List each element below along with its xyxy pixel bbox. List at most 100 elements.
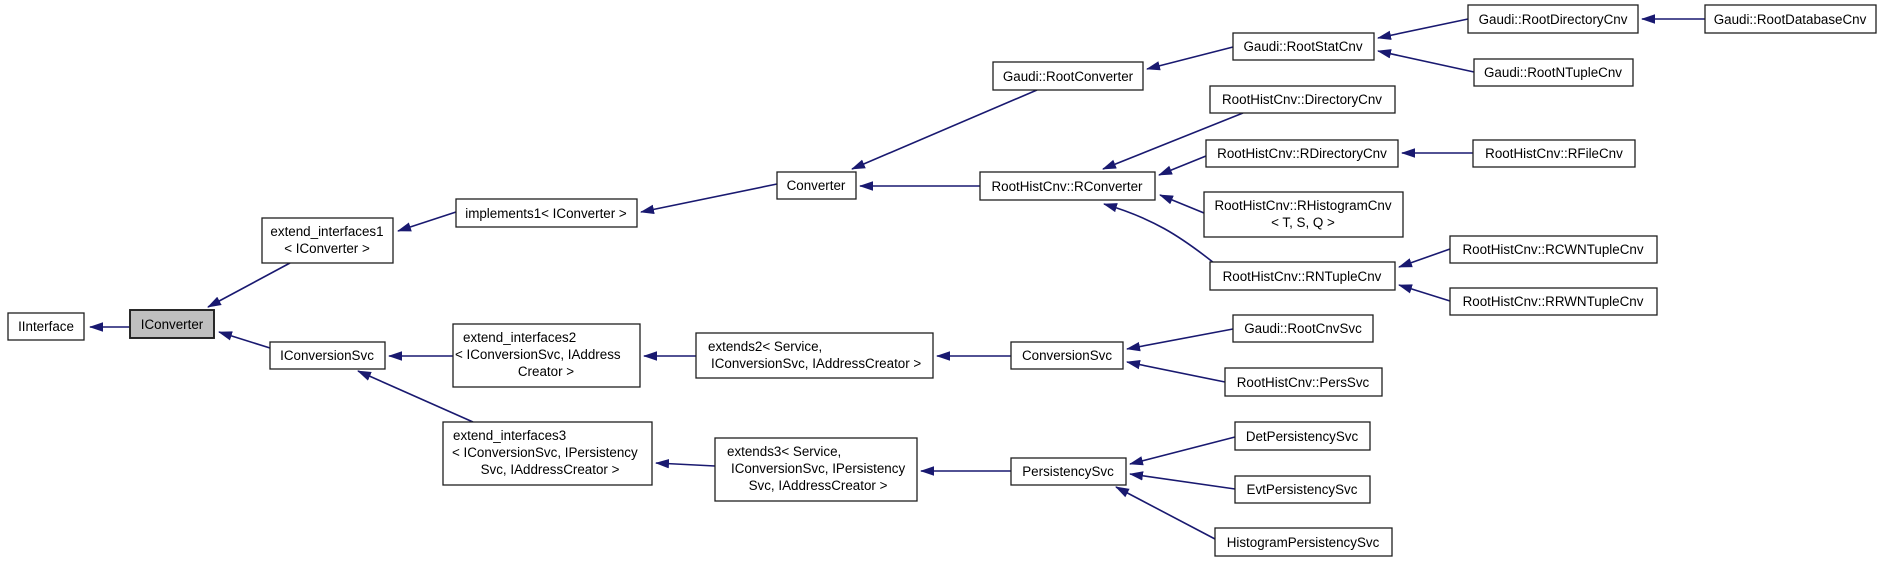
edge-roothistcnv-rhistogramcnv-to-rconverter [1159,194,1205,214]
node-roothistcnv-directorycnv[interactable]: RootHistCnv::DirectoryCnv [1209,85,1396,114]
node-box [129,309,215,339]
node-label: RootHistCnv::RConverter [991,179,1143,194]
edge-implements1-to-extend-interfaces1 [397,211,457,232]
edge-detpersistencysvc-to-persistencysvc [1129,436,1236,466]
edge-gaudi-rootdirectorycnv-to-gaudi-rootstatcnv [1377,18,1469,40]
node-roothistcnv-rfilecnv[interactable]: RootHistCnv::RFileCnv [1472,139,1636,168]
node-box [452,323,641,388]
node-detpersistencysvc[interactable]: DetPersistencySvc [1234,421,1371,451]
edge-gaudi-rootcnvsvc-to-conversionsvc [1126,328,1234,352]
node-label: RootHistCnv::RRWNTupleCnv [1463,294,1644,309]
node-box [776,171,857,200]
node-box [1209,85,1396,114]
edge-roothistcnv-rntuplecnv-to-rconverter [1103,203,1215,264]
node-label: Gaudi::RootDatabaseCnv [1714,12,1867,27]
node-extends3[interactable]: extends3< Service, IConversionSvc, IPers… [714,437,918,502]
node-label: Gaudi::RootDirectoryCnv [1479,12,1628,27]
node-box [269,341,386,370]
node-label: Gaudi::RootCnvSvc [1244,321,1362,336]
node-label: IInterface [18,319,74,334]
node-label: RootHistCnv::RCWNTupleCnv [1462,242,1643,257]
node-box [1214,527,1393,557]
node-box [992,61,1144,91]
node-roothistcnv-rcwntuplecnv[interactable]: RootHistCnv::RCWNTupleCnv [1449,235,1658,264]
node-box [1472,139,1636,168]
node-iconverter: IConverter [129,309,215,339]
node-box [1234,475,1371,504]
edge-converter-to-implements1 [640,183,778,214]
node-extends2[interactable]: extends2< Service, IConversionSvc, IAddr… [695,332,934,379]
node-label: < IConversionSvc, IPersistency [452,445,638,460]
node-roothistcnv-perssvc[interactable]: RootHistCnv::PersSvc [1224,367,1383,397]
node-extend-interfaces3[interactable]: extend_interfaces3 < IConversionSvc, IPe… [442,421,653,486]
node-gaudi-rootcnvsvc[interactable]: Gaudi::RootCnvSvc [1232,314,1374,343]
node-evtpersistencysvc[interactable]: EvtPersistencySvc [1234,475,1371,504]
node-label: ConversionSvc [1022,348,1112,363]
node-label: IConversionSvc, IAddressCreator > [711,356,921,371]
node-box [979,171,1156,201]
node-roothistcnv-rhistogramcnv[interactable]: RootHistCnv::RHistogramCnv < T, S, Q > [1203,191,1404,238]
node-gaudi-rootntuplecnv[interactable]: Gaudi::RootNTupleCnv [1473,58,1634,87]
edge-extend-interfaces3-to-iconversionsvc [357,370,474,423]
edge-extend-interfaces1-to-iconverter [207,262,291,308]
node-label: DetPersistencySvc [1246,429,1359,444]
node-extend-interfaces1[interactable]: extend_interfaces1 < IConverter > [261,217,394,264]
edge-extends3-to-extend-interfaces3 [655,458,716,469]
node-box [1010,457,1127,486]
node-label: IConverter [141,317,204,332]
node-gaudi-rootconverter[interactable]: Gaudi::RootConverter [992,61,1144,91]
node-label: Gaudi::RootConverter [1003,69,1134,84]
node-label: Creator > [518,364,574,379]
node-gaudi-rootstatcnv[interactable]: Gaudi::RootStatCnv [1232,32,1375,61]
node-box [1224,367,1383,397]
node-box [442,421,653,486]
node-extend-interfaces2[interactable]: extend_interfaces2 < IConversionSvc, IAd… [452,323,641,388]
edge-iconversionsvc-to-iconverter [218,331,271,349]
node-label: extend_interfaces3 [453,428,566,443]
node-label: RootHistCnv::DirectoryCnv [1222,92,1382,107]
node-box [7,312,85,341]
edge-evtpersistencysvc-to-persistencysvc [1129,471,1236,490]
node-roothistcnv-rdirectorycnv[interactable]: RootHistCnv::RDirectoryCnv [1205,139,1399,168]
node-label: RootHistCnv::RFileCnv [1485,146,1623,161]
node-label: extends3< Service, [727,444,841,459]
node-label: EvtPersistencySvc [1247,482,1358,497]
node-box [1209,261,1396,291]
node-box [1203,191,1404,238]
node-roothistcnv-rconverter[interactable]: RootHistCnv::RConverter [979,171,1156,201]
node-box [1449,235,1658,264]
node-box [1232,314,1374,343]
node-roothistcnv-rntuplecnv[interactable]: RootHistCnv::RNTupleCnv [1209,261,1396,291]
node-gaudi-rootdatabasecnv[interactable]: Gaudi::RootDatabaseCnv [1704,4,1877,34]
edge-roothistcnv-rrwntuplecnv-to-rntuplecnv [1398,284,1451,302]
node-label: PersistencySvc [1022,464,1114,479]
edge-histogrampersistencysvc-to-persistencysvc [1115,486,1216,540]
node-label: implements1< IConverter > [465,206,627,221]
edge-roothistcnv-rdirectorycnv-to-rconverter [1158,155,1207,176]
node-implements1[interactable]: implements1< IConverter > [455,198,638,228]
node-box [1010,341,1124,370]
node-conversionsvc[interactable]: ConversionSvc [1010,341,1124,370]
node-box [1205,139,1399,168]
node-label: IConversionSvc, IPersistency [731,461,905,476]
node-label: RootHistCnv::RDirectoryCnv [1217,146,1387,161]
node-label: HistogramPersistencySvc [1227,535,1380,550]
node-box [1449,287,1658,316]
node-histogrampersistencysvc[interactable]: HistogramPersistencySvc [1214,527,1393,557]
node-box [695,332,934,379]
node-box [1467,4,1639,34]
node-label: IConversionSvc [280,348,374,363]
node-label: < T, S, Q > [1271,215,1335,230]
node-gaudi-rootdirectorycnv[interactable]: Gaudi::RootDirectoryCnv [1467,4,1639,34]
node-iconversionsvc[interactable]: IConversionSvc [269,341,386,370]
node-iinterface[interactable]: IInterface [7,312,85,341]
node-roothistcnv-rrwntuplecnv[interactable]: RootHistCnv::RRWNTupleCnv [1449,287,1658,316]
node-label: < IConverter > [284,241,370,256]
edge-roothistcnv-perssvc-to-conversionsvc [1126,359,1226,383]
edge-roothistcnv-directorycnv-to-rconverter [1102,112,1244,170]
node-label: < IConversionSvc, IAddress [455,347,621,362]
node-converter[interactable]: Converter [776,171,857,200]
node-persistencysvc[interactable]: PersistencySvc [1010,457,1127,486]
